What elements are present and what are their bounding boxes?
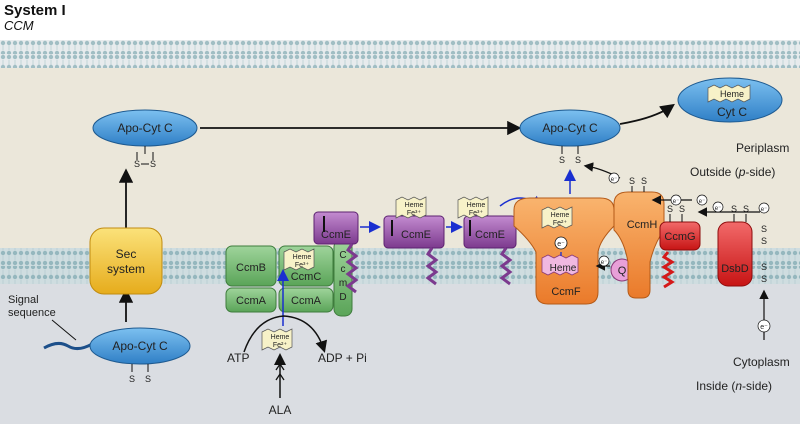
svg-text:CcmH: CcmH <box>627 219 658 231</box>
svg-text:e⁻: e⁻ <box>699 199 706 205</box>
svg-text:S: S <box>761 224 767 234</box>
svg-text:CcmA: CcmA <box>291 295 322 307</box>
svg-text:Apo-Cyt C: Apo-Cyt C <box>112 339 168 353</box>
svg-text:Apo-Cyt C: Apo-Cyt C <box>117 121 173 135</box>
svg-text:S: S <box>743 204 749 214</box>
svg-text:CcmE: CcmE <box>321 229 351 241</box>
apo-cyt-c-cytoplasm: Apo-Cyt C S S <box>89 327 191 384</box>
atp-label: ATP <box>227 351 249 365</box>
svg-text:CcmF: CcmF <box>551 286 581 298</box>
svg-text:Fe³⁺: Fe³⁺ <box>295 262 310 269</box>
adp-pi-label: ADP + Pi <box>318 351 367 365</box>
svg-text:S: S <box>731 204 737 214</box>
ccmh: CcmH S S <box>613 176 665 299</box>
svg-text:e⁻: e⁻ <box>557 241 565 248</box>
svg-text:Heme: Heme <box>405 202 424 209</box>
svg-text:S: S <box>761 262 767 272</box>
svg-text:S: S <box>761 236 767 246</box>
ccme-1: CcmE <box>313 211 359 294</box>
signal-sequence-tail <box>43 341 93 351</box>
apo-cyt-c-ccmf: Apo-Cyt C S S <box>519 109 621 165</box>
svg-text:CcmA: CcmA <box>236 295 267 307</box>
heme-fe3-ccmc: Heme Fe³⁺ <box>283 248 315 271</box>
svg-text:Heme: Heme <box>293 254 312 261</box>
svg-text:DsbD: DsbD <box>721 263 749 275</box>
svg-text:C: C <box>339 250 346 261</box>
svg-text:Fe³⁺: Fe³⁺ <box>469 210 484 217</box>
svg-text:CcmB: CcmB <box>236 262 266 274</box>
svg-text:S: S <box>641 176 647 186</box>
svg-text:S: S <box>667 204 673 214</box>
svg-text:Heme: Heme <box>551 212 570 219</box>
svg-text:Q: Q <box>618 265 627 277</box>
svg-text:CcmC: CcmC <box>291 271 322 283</box>
svg-text:e⁻: e⁻ <box>715 206 722 212</box>
svg-text:S: S <box>761 274 767 284</box>
page-title: System I <box>4 2 66 19</box>
svg-text:Cyt C: Cyt C <box>717 105 747 119</box>
svg-text:Heme: Heme <box>271 334 290 341</box>
svg-text:Heme: Heme <box>550 263 577 274</box>
svg-text:e⁻: e⁻ <box>611 177 618 183</box>
dsbd: DsbD S S S S S S <box>717 204 767 287</box>
svg-text:Fe³⁺: Fe³⁺ <box>407 210 422 217</box>
ala-label: ALA <box>269 403 292 417</box>
apo-cyt-c-periplasm: Apo-Cyt C S S <box>92 109 198 169</box>
svg-text:Apo-Cyt C: Apo-Cyt C <box>542 121 598 135</box>
svg-text:S: S <box>559 155 565 165</box>
svg-text:system: system <box>107 262 145 276</box>
cyt-c: Heme Cyt C <box>677 77 783 123</box>
cytoplasm-label: Cytoplasm <box>733 355 790 369</box>
svg-text:CcmE: CcmE <box>401 229 431 241</box>
svg-text:Sec: Sec <box>116 247 137 261</box>
svg-text:Fe²⁺: Fe²⁺ <box>553 220 568 227</box>
heme-fe2-cytoplasm: Heme Fe²⁺ <box>261 328 293 351</box>
svg-text:sequence: sequence <box>8 307 56 319</box>
svg-text:S: S <box>134 159 140 169</box>
svg-text:S: S <box>145 374 151 384</box>
svg-text:c: c <box>341 264 346 275</box>
ccme-2: CcmE Heme Fe³⁺ <box>383 196 445 286</box>
periplasm-label: Periplasm <box>736 141 789 155</box>
svg-text:e⁻: e⁻ <box>760 324 768 331</box>
electron-transfer-chain: e⁻ e⁻ e⁻ e⁻ e⁻ e⁻ <box>583 162 771 340</box>
svg-text:S: S <box>629 176 635 186</box>
svg-text:D: D <box>339 292 346 303</box>
ccm-abcd-complex: CcmB CcmA CcmC CcmA C c m D <box>225 239 353 317</box>
sec-system: Sec system <box>89 227 163 295</box>
signal-sequence-label: Signal <box>8 294 39 306</box>
svg-text:S: S <box>129 374 135 384</box>
svg-text:Fe²⁺: Fe²⁺ <box>273 342 288 349</box>
outside-label: Outside (p-side) <box>690 165 775 179</box>
inside-label: Inside (n-side) <box>696 379 772 393</box>
svg-text:e⁻: e⁻ <box>601 260 608 266</box>
page-subtitle: CCM <box>4 18 34 33</box>
svg-text:m: m <box>339 278 347 289</box>
ccmf: Heme Fe²⁺ e⁻ Heme CcmF <box>513 197 615 305</box>
svg-text:Heme: Heme <box>467 202 486 209</box>
svg-text:S: S <box>575 155 581 165</box>
svg-text:S: S <box>679 204 685 214</box>
svg-text:Heme: Heme <box>720 89 744 99</box>
svg-text:e⁻: e⁻ <box>673 199 680 205</box>
svg-text:CcmE: CcmE <box>475 229 505 241</box>
svg-text:CcmG: CcmG <box>664 231 695 243</box>
svg-text:S: S <box>150 159 156 169</box>
ccmg: CcmG S S <box>659 204 701 289</box>
ccme-3: CcmE Heme Fe³⁺ <box>457 196 517 286</box>
svg-text:e⁻: e⁻ <box>761 207 768 213</box>
